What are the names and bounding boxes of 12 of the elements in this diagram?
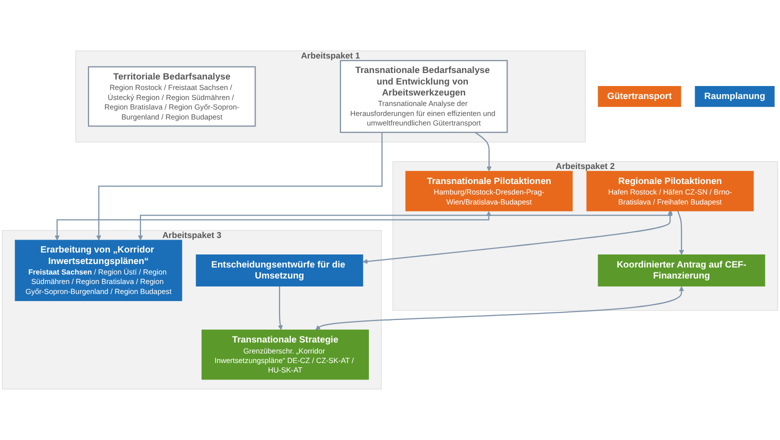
arrow <box>54 211 492 240</box>
node-box: Entscheidungsentwürfe für die Umsetzung <box>196 254 364 286</box>
arrow <box>362 211 673 264</box>
arrow <box>138 209 673 240</box>
node-box: Koordinierter Antrag auf CEF-Finanzierung <box>598 254 766 286</box>
arrow <box>677 210 684 255</box>
arrow <box>278 286 283 330</box>
arrow <box>474 132 492 172</box>
node-box: Gütertransport <box>598 86 682 107</box>
arrow <box>96 132 383 240</box>
node-box: Raumplanung <box>694 86 775 107</box>
arrow <box>315 286 684 330</box>
